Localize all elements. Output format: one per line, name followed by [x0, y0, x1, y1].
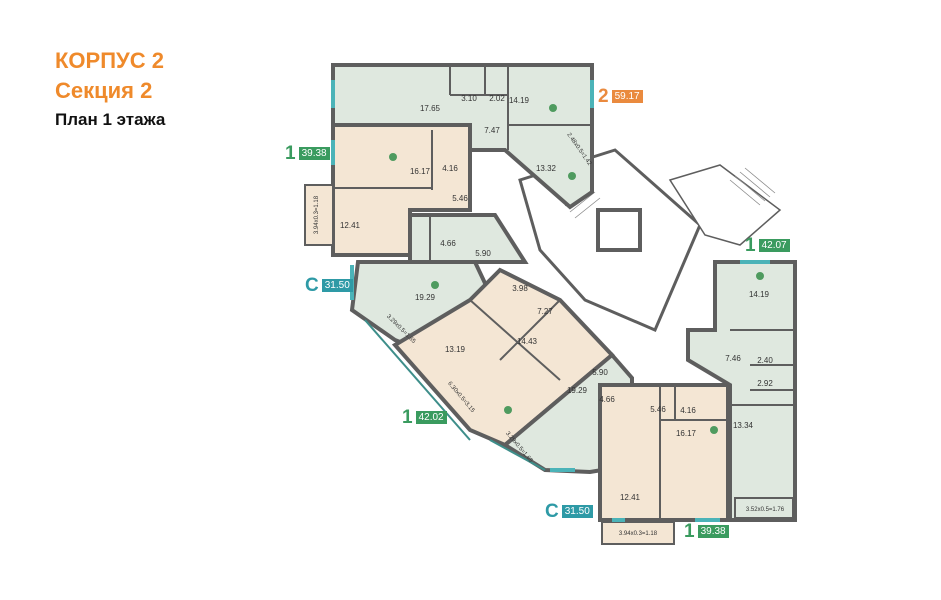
balcony-left — [304, 184, 334, 246]
apartment-1-42-07[interactable] — [686, 260, 797, 522]
room-area: 17.65 — [420, 104, 441, 113]
room-area: 4.66 — [440, 239, 456, 248]
apartment-type: C — [305, 275, 319, 296]
room-area: 7.46 — [725, 354, 741, 363]
plan-title: План 1 этажа — [55, 110, 166, 129]
building-title: КОРПУС 2 — [55, 48, 164, 73]
balcony-bottom — [601, 521, 675, 545]
apartment-area: 31.50 — [561, 505, 593, 518]
apartment-type: 1 — [285, 143, 296, 164]
room-area: 3.10 — [461, 94, 477, 103]
room-area: 14.19 — [509, 96, 530, 105]
room-area: 12.41 — [620, 493, 641, 502]
interior-walls — [333, 65, 795, 520]
apartment-area: 39.38 — [298, 147, 330, 160]
room-area: 2.92 — [757, 379, 773, 388]
room-area: 16.17 — [676, 429, 697, 438]
glazing-line — [364, 319, 471, 441]
apartment-type: 1 — [745, 235, 756, 256]
room-area: 7.47 — [484, 126, 500, 135]
apartment-1-39-38-top[interactable] — [331, 123, 472, 257]
balcony-area: 3.94x0.3=1.18 — [619, 531, 658, 537]
room-area: 5.90 — [475, 249, 491, 258]
room-area: 14.19 — [749, 290, 770, 299]
apartment-area: 42.02 — [415, 411, 447, 424]
section-title: Секция 2 — [55, 78, 153, 103]
apartment-area: 42.07 — [758, 239, 790, 252]
balcony-area: 3.52x0.5=1.76 — [746, 507, 785, 513]
apartment-badge[interactable]: 1 42.02 — [402, 408, 447, 427]
apartment-c-31-50-top-service[interactable] — [408, 213, 529, 264]
room-area: 14.43 — [517, 337, 538, 346]
apartment-area: 59.17 — [611, 90, 643, 103]
room-area: 13.34 — [733, 421, 754, 430]
room-area: 3.98 — [512, 284, 528, 293]
apartment-type: C — [545, 501, 559, 522]
room-area: 19.29 — [415, 293, 436, 302]
apartment-type: 1 — [402, 407, 413, 428]
balcony-right — [734, 497, 794, 519]
room-area: 13.19 — [445, 345, 466, 354]
apartment-type: 2 — [598, 86, 609, 107]
room-area: 13.32 — [536, 164, 557, 173]
apartment-badge[interactable]: C 31.50 — [305, 276, 353, 295]
room-area: 5.46 — [452, 194, 468, 203]
apartment-area: 39.38 — [697, 525, 729, 538]
apartment-badge[interactable]: 2 59.17 — [598, 87, 643, 106]
room-area: 12.41 — [340, 221, 361, 230]
apartment-badge[interactable]: 1 39.38 — [285, 144, 330, 163]
room-area: 4.16 — [680, 406, 696, 415]
apartment-badge[interactable]: 1 39.38 — [684, 522, 729, 541]
room-area: 2.40 — [757, 356, 773, 365]
room-area: 4.16 — [442, 164, 458, 173]
room-area: 5.46 — [650, 405, 666, 414]
apartment-type: 1 — [684, 521, 695, 542]
apartment-badge[interactable]: 1 42.07 — [745, 236, 790, 255]
apartment-badge[interactable]: C 31.50 — [545, 502, 593, 521]
balcony-area: 3.94x0.3=1.18 — [314, 195, 320, 234]
room-area: 2.02 — [489, 94, 505, 103]
windows — [331, 80, 770, 522]
apartment-area: 31.50 — [321, 279, 353, 292]
room-area: 5.90 — [592, 368, 608, 377]
room-area: 7.27 — [537, 307, 553, 316]
room-area: 19.29 — [567, 386, 588, 395]
glazing-line — [489, 439, 546, 471]
room-area: 4.66 — [599, 395, 615, 404]
plant-icon — [389, 104, 764, 434]
room-area: 16.17 — [410, 167, 431, 176]
